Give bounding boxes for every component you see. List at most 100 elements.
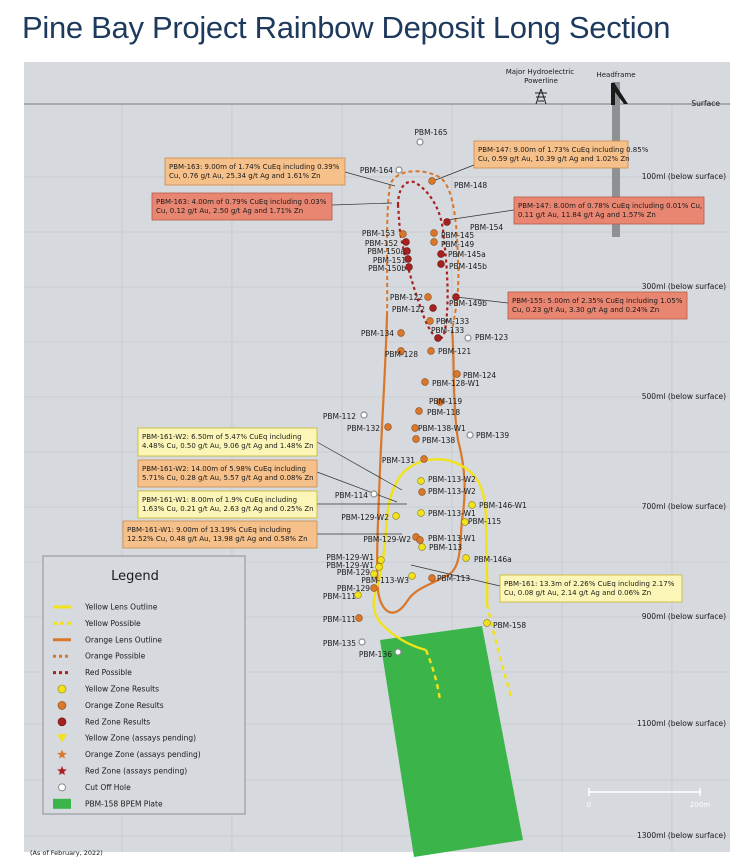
drill-hole-label: PBM-138 xyxy=(422,436,455,445)
drill-hole-label: PBM-152 xyxy=(365,239,398,248)
drill-hole-marker xyxy=(461,518,469,526)
drill-hole-marker xyxy=(360,411,368,419)
drill-hole-marker xyxy=(452,293,460,301)
drill-hole-label: PBM-146-W1 xyxy=(479,501,527,510)
callout-line: PBM-147: 9.00m of 1.73% CuEq including 0… xyxy=(478,146,649,154)
drill-hole-marker xyxy=(483,619,491,627)
drill-hole-label: PBM-123 xyxy=(475,333,508,342)
drill-hole-marker xyxy=(355,614,363,622)
drill-hole-marker xyxy=(411,424,419,432)
drill-hole-label: PBM-132 xyxy=(347,424,380,433)
drill-hole-marker xyxy=(453,370,461,378)
callout-box: PBM-161-W2: 14.00m of 5.98% CuEq includi… xyxy=(137,459,318,488)
drill-hole-label: PBM-129-W1 xyxy=(326,553,374,562)
drill-hole-marker xyxy=(370,490,378,498)
drill-hole-label: PBM-146a xyxy=(474,555,512,564)
drill-hole-marker xyxy=(429,304,437,312)
legend-item-label: Yellow Possible xyxy=(84,619,141,628)
surface-label: Surface xyxy=(691,99,720,108)
drill-hole-marker xyxy=(416,536,424,544)
drill-hole-marker xyxy=(462,554,470,562)
orange-dot-icon xyxy=(57,701,67,710)
drill-hole-label: PBM-113-W2 xyxy=(428,475,476,484)
white-circle-icon xyxy=(58,783,66,792)
powerline-label: Major Hydroelectric Powerline xyxy=(506,68,577,85)
drill-hole-marker xyxy=(426,317,434,325)
drill-hole-label: PBM-128 xyxy=(385,350,418,359)
callout-line: PBM-161-W2: 14.00m of 5.98% CuEq includi… xyxy=(142,465,306,473)
drill-hole-marker xyxy=(405,263,413,271)
drill-hole-label: PBM-115 xyxy=(468,517,501,526)
drill-hole-label: PBM-113-W2 xyxy=(428,487,476,496)
drill-hole-label: PBM-113-W1 xyxy=(428,509,476,518)
callout-box: PBM-155: 5.00m of 2.35% CuEq including 1… xyxy=(507,291,688,320)
orange-possible-outline xyxy=(386,170,460,331)
legend-title: Legend xyxy=(111,569,159,584)
drill-hole-label: PBM-149b xyxy=(449,299,487,308)
legend-item-label: Red Zone Results xyxy=(85,717,150,726)
callout-box: PBM-161-W2: 6.50m of 5.47% CuEq includin… xyxy=(137,427,318,457)
red-possible-outline xyxy=(396,180,449,340)
drill-hole-label: PBM-145a xyxy=(448,250,486,259)
red-star-icon xyxy=(57,766,67,775)
drill-hole-marker xyxy=(358,638,366,646)
legend-item-label: Red Zone (assays pending) xyxy=(85,767,187,776)
drill-hole-label: PBM-129-W2 xyxy=(341,513,389,522)
level-label: 1100ml (below surface) xyxy=(637,719,726,728)
drill-hole-marker xyxy=(418,543,426,551)
scale-end-label: 200m xyxy=(690,801,710,809)
level-label: 500ml (below surface) xyxy=(642,392,726,401)
drill-hole-marker xyxy=(370,584,378,592)
drill-hole-label: PBM-131 xyxy=(382,456,415,465)
drill-hole-label: PBM-129-W1 xyxy=(326,561,374,570)
callout-line: 0.11 g/t Au, 11.84 g/t Ag and 1.57% Zn xyxy=(518,211,656,219)
drill-hole-marker xyxy=(377,556,385,564)
drill-hole-label: PBM-153 xyxy=(362,229,395,238)
callout-box: PBM-161-W1: 8.00m of 1.9% CuEq including… xyxy=(137,490,318,519)
callout-line: PBM-161-W1: 9.00m of 13.19% CuEq includi… xyxy=(127,526,291,534)
drill-hole-marker xyxy=(468,501,476,509)
callout-line: Cu, 0.12 g/t Au, 2.50 g/t Ag and 1.71% Z… xyxy=(156,207,303,215)
legend-item-label: Cut Off Hole xyxy=(85,783,131,792)
drill-hole-label: PBM-154 xyxy=(470,223,503,232)
powerline-tower-icon xyxy=(535,88,547,105)
drill-hole-label: PBM-129 xyxy=(337,568,370,577)
drill-hole-label: PBM-138-W1 xyxy=(418,424,466,433)
legend-item-label: PBM-158 BPEM Plate xyxy=(85,799,163,808)
drill-hole-label: PBM-114 xyxy=(335,491,368,500)
drill-hole-marker xyxy=(375,563,383,571)
drill-hole-marker xyxy=(354,591,362,599)
drill-hole-label: PBM-150a xyxy=(367,247,405,256)
callout-boxes: PBM-163: 9.00m of 1.74% CuEq including 0… xyxy=(122,140,705,603)
drill-hole-label: PBM-124 xyxy=(463,371,496,380)
drill-hole-marker xyxy=(424,293,432,301)
drill-hole-marker xyxy=(420,455,428,463)
callout-line: 5.71% Cu, 0.28 g/t Au, 5.57 g/t Ag and 0… xyxy=(142,474,314,482)
yellow-triangle-icon xyxy=(57,734,67,743)
drill-hole-label: PBM-111 xyxy=(323,615,356,624)
callout-line: 1.63% Cu, 0.21 g/t Au, 2.63 g/t Ag and 0… xyxy=(142,505,314,513)
level-labels: 100ml (below surface)300ml (below surfac… xyxy=(637,172,726,840)
callout-line: PBM-163: 4.00m of 0.79% CuEq including 0… xyxy=(156,198,327,206)
callout-line: PBM-161-W1: 8.00m of 1.9% CuEq including xyxy=(142,496,297,504)
drill-hole-label: PBM-158 xyxy=(493,621,526,630)
orange-lens-outline xyxy=(376,314,466,614)
drill-hole-marker xyxy=(421,378,429,386)
drill-hole-marker xyxy=(417,509,425,517)
drill-hole-label: PBM-122 xyxy=(390,293,423,302)
drill-hole-label: PBM-164 xyxy=(360,166,393,175)
headframe-icon xyxy=(611,83,628,105)
drill-hole-label: PBM-165 xyxy=(414,128,447,137)
callout-box: PBM-161: 13.3m of 2.26% CuEq including 2… xyxy=(499,574,683,603)
bpem-plate xyxy=(380,626,523,857)
callout-box: PBM-163: 9.00m of 1.74% CuEq including 0… xyxy=(164,157,346,186)
drill-hole-marker xyxy=(394,648,402,656)
drill-hole-marker xyxy=(436,398,444,406)
drill-hole-label: PBM-136 xyxy=(359,650,392,659)
legend-item-label: Yellow Zone (assays pending) xyxy=(84,734,196,743)
callout-box: PBM-147: 9.00m of 1.73% CuEq including 0… xyxy=(473,140,649,169)
drill-hole-marker xyxy=(404,255,412,263)
yellow-lens-outline xyxy=(372,458,489,652)
